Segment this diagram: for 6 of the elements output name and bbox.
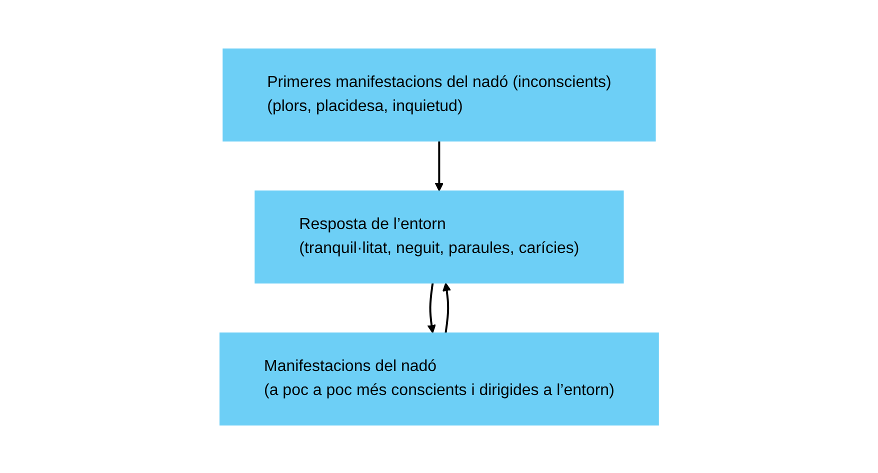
node-box: Primeres manifestacions del nadó (inconscients) (plors, placidesa, inquietud) bbox=[222, 48, 656, 141]
node-box: Resposta de l’entorn (tranquil·litat, neguit, paraules, carícies) bbox=[254, 190, 624, 283]
node-box: Manifestacions del nadó (a poc a poc més conscients i dirigides a l’entorn) bbox=[219, 332, 659, 425]
arrow bbox=[442, 282, 451, 333]
arrow bbox=[427, 282, 436, 333]
arrow bbox=[434, 140, 444, 191]
